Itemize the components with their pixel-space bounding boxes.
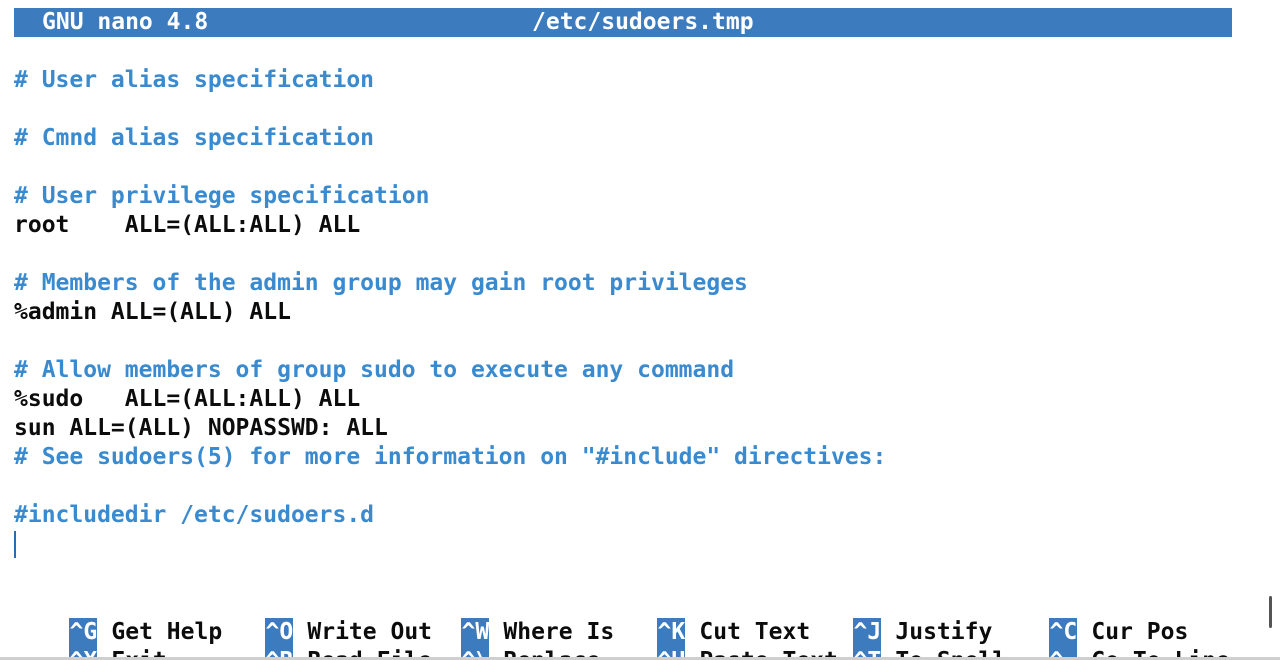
shortcut-key: ^O: [265, 618, 294, 647]
editor-line[interactable]: [14, 240, 1264, 269]
shortcut-cut-text[interactable]: ^K Cut Text: [602, 589, 810, 647]
shortcut-justify[interactable]: ^J Justify: [798, 589, 992, 647]
editor-line[interactable]: [14, 95, 1264, 124]
editor-line[interactable]: sun ALL=(ALL) NOPASSWD: ALL: [14, 415, 388, 441]
shortcut-label: Write Out: [307, 619, 433, 645]
shortcut-where-is[interactable]: ^W Where Is: [406, 589, 614, 647]
shortcut-go-to-line[interactable]: ^_Go To Line: [994, 618, 1230, 660]
shortcut-read-file[interactable]: ^RRead File: [210, 618, 432, 660]
shortcut-exit[interactable]: ^XExit: [14, 618, 167, 660]
editor-line[interactable]: [14, 472, 1264, 501]
editor-line[interactable]: # User privilege specification: [14, 183, 430, 209]
editor-line[interactable]: [14, 153, 1264, 182]
file-name: /etc/sudoers.tmp: [532, 9, 754, 35]
shortcut-key: ^J: [853, 618, 882, 647]
app-version: GNU nano 4.8: [42, 9, 209, 35]
shortcut-replace[interactable]: ^\Replace: [406, 618, 600, 660]
shortcut-key: ^G: [69, 618, 98, 647]
text-cursor: [14, 531, 16, 558]
editor-line[interactable]: # Members of the admin group may gain ro…: [14, 270, 748, 296]
shortcut-key: ^W: [461, 618, 490, 647]
shortcut-label: Get Help: [111, 619, 223, 645]
editor-line[interactable]: # Cmnd alias specification: [14, 125, 375, 151]
shortcut-label: Cur Pos: [1091, 619, 1189, 645]
shortcut-get-help[interactable]: ^G Get Help: [14, 589, 222, 647]
scrollbar-thumb[interactable]: [1269, 596, 1272, 628]
editor-line[interactable]: # Allow members of group sudo to execute…: [14, 357, 735, 383]
window-bottom-border: [0, 657, 1280, 660]
shortcut-key: ^C: [1049, 618, 1078, 647]
shortcut-write-out[interactable]: ^O Write Out: [210, 589, 432, 647]
shortcut-label: Justify: [895, 619, 993, 645]
editor-line[interactable]: [14, 327, 1264, 356]
shortcut-key: ^K: [657, 618, 686, 647]
editor-line[interactable]: #includedir /etc/sudoers.d: [14, 502, 375, 528]
editor-line[interactable]: # User alias specification: [14, 67, 375, 93]
editor-line[interactable]: %admin ALL=(ALL) ALL: [14, 299, 291, 325]
shortcut-label: Where Is: [503, 619, 615, 645]
nano-title-bar: GNU nano 4.8 /etc/sudoers.tmp: [14, 8, 1232, 37]
editor-line[interactable]: %sudo ALL=(ALL:ALL) ALL: [14, 386, 361, 412]
shortcut-label: Cut Text: [699, 619, 811, 645]
editor-line[interactable]: root ALL=(ALL:ALL) ALL: [14, 212, 361, 238]
editor-line[interactable]: # See sudoers(5) for more information on…: [14, 444, 887, 470]
editor-buffer[interactable]: # User alias specification # Cmnd alias …: [14, 66, 1264, 530]
shortcut-cur-pos[interactable]: ^C Cur Pos: [994, 589, 1188, 647]
shortcut-to-spell[interactable]: ^TTo Spell: [798, 618, 1006, 660]
